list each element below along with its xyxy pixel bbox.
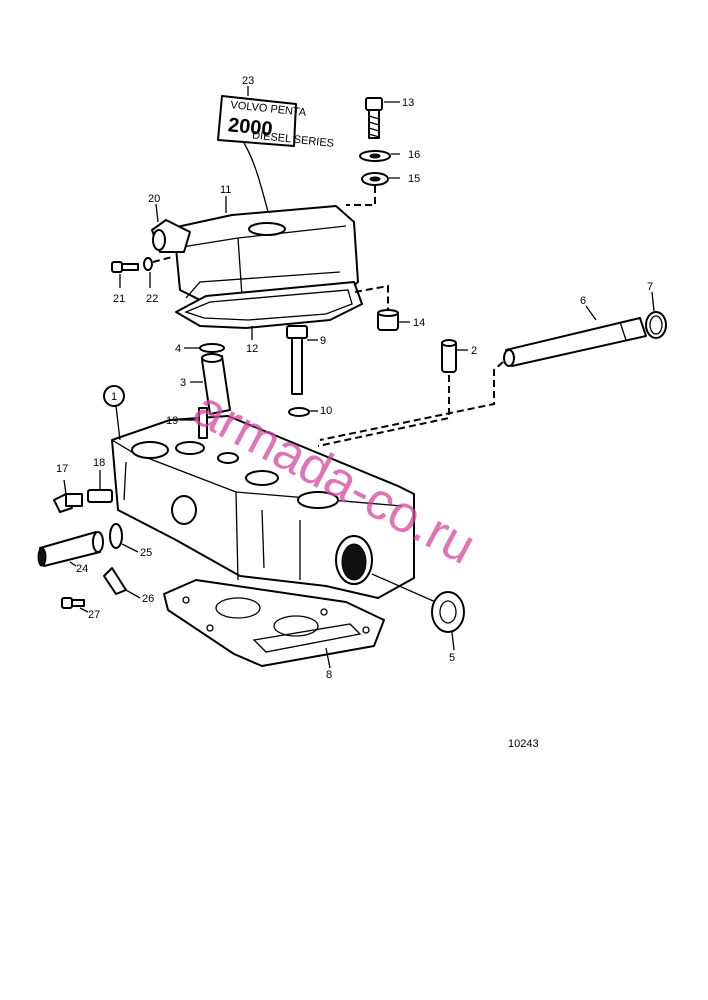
seal-5 <box>431 591 465 633</box>
pipe-24 <box>37 531 104 567</box>
nut-14 <box>377 309 399 331</box>
label-6: 6 <box>580 295 586 307</box>
label-11: 11 <box>220 184 231 196</box>
label-2: 2 <box>471 345 477 357</box>
adapter-18 <box>87 489 113 503</box>
label-27: 27 <box>88 609 100 621</box>
plug-17 <box>53 493 83 513</box>
valve-cover <box>171 205 359 301</box>
label-8: 8 <box>326 669 332 681</box>
label-10: 10 <box>320 405 332 417</box>
o-ring-4 <box>199 343 225 353</box>
figure-number: 10243 <box>508 738 539 750</box>
seal-25 <box>109 523 123 549</box>
label-19: 19 <box>166 415 178 427</box>
label-20: 20 <box>148 193 160 205</box>
label-13: 13 <box>402 97 414 109</box>
label-5: 5 <box>449 652 455 664</box>
decal-plate: VOLVO PENTA 2000 DIESEL SERIES <box>217 95 334 150</box>
label-18: 18 <box>93 457 105 469</box>
bolt-13 <box>365 97 383 139</box>
label-14: 14 <box>413 317 425 329</box>
tube-6 <box>503 317 647 367</box>
label-4: 4 <box>175 343 181 355</box>
clamp-26 <box>103 567 127 595</box>
screw-21 <box>111 261 139 273</box>
part-1-circle <box>103 385 125 407</box>
seal-7 <box>645 311 667 339</box>
label-3: 3 <box>180 377 186 389</box>
washer-10 <box>288 407 310 417</box>
cover-gasket <box>175 281 363 329</box>
bolt-9 <box>286 325 308 395</box>
screw-27 <box>61 597 85 609</box>
head-gasket <box>163 579 385 667</box>
label-26: 26 <box>142 593 154 605</box>
label-9: 9 <box>320 335 326 347</box>
label-7: 7 <box>647 281 653 293</box>
part-labels: 23 13 16 15 11 20 21 22 7 6 14 9 12 4 2 … <box>56 75 653 681</box>
label-22: 22 <box>146 293 158 305</box>
label-12: 12 <box>246 343 258 355</box>
lifting-eye-20 <box>151 219 191 253</box>
cylinder-head <box>111 415 415 599</box>
label-25: 25 <box>140 547 152 559</box>
label-23: 23 <box>242 75 254 87</box>
label-21: 21 <box>113 293 125 305</box>
label-15: 15 <box>408 173 420 185</box>
decal-model: 2000 <box>227 114 274 141</box>
washer-22 <box>143 257 153 271</box>
injector-3 <box>201 353 231 415</box>
label-24: 24 <box>76 563 88 575</box>
dowel-19 <box>198 407 208 439</box>
label-1: 1 <box>111 391 117 403</box>
label-17: 17 <box>56 463 68 475</box>
sleeve-2 <box>441 339 457 373</box>
label-16: 16 <box>408 149 420 161</box>
